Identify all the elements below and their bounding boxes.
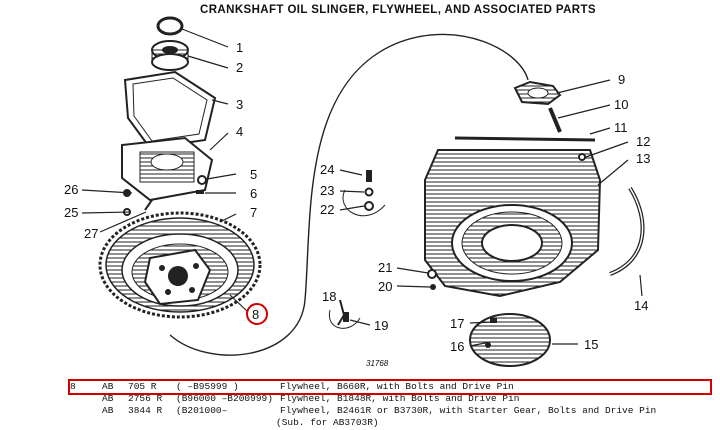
callout-23: 23 bbox=[320, 183, 334, 198]
callout-5: 5 bbox=[250, 167, 257, 182]
callout-20: 20 bbox=[378, 279, 392, 294]
part-prefix: AB bbox=[102, 405, 114, 416]
callout-10: 10 bbox=[614, 97, 628, 112]
part-number: 2756 R bbox=[128, 393, 163, 404]
callout-16: 16 bbox=[450, 339, 464, 354]
part-number: 705 R bbox=[128, 381, 157, 392]
leader-lines bbox=[81, 28, 643, 347]
parts-row-2: AB 2756 R (B96000 –B200999) Flywheel, B1… bbox=[70, 393, 710, 405]
callout-25: 25 bbox=[64, 205, 78, 220]
callout-14: 14 bbox=[634, 298, 648, 313]
callout-8-highlight-circle bbox=[246, 303, 268, 325]
part-prefix: AB bbox=[102, 381, 114, 392]
part-11-rod bbox=[454, 136, 596, 142]
callout-26: 26 bbox=[64, 182, 78, 197]
part-20-washer bbox=[430, 284, 436, 290]
part-10-stud bbox=[548, 107, 562, 133]
callout-12: 12 bbox=[636, 134, 650, 149]
callout-24: 24 bbox=[320, 162, 334, 177]
part-5-washer bbox=[197, 175, 207, 185]
callout-11: 11 bbox=[614, 120, 628, 135]
callout-1: 1 bbox=[236, 40, 243, 55]
part-8-flywheel bbox=[98, 211, 262, 319]
callout-21: 21 bbox=[378, 260, 392, 275]
part-22-nut bbox=[364, 201, 374, 211]
callout-18: 18 bbox=[322, 289, 336, 304]
part-21-nut bbox=[427, 269, 437, 279]
part-12-clip bbox=[578, 153, 586, 161]
callout-9: 9 bbox=[618, 72, 625, 87]
part-16-pin bbox=[485, 342, 491, 348]
item-number: 8 bbox=[70, 381, 76, 392]
part-number: 3844 R bbox=[128, 405, 163, 416]
part-3-gasket bbox=[123, 70, 217, 150]
callout-17: 17 bbox=[450, 316, 464, 331]
parts-note: (Sub. for AB3703R) bbox=[276, 417, 379, 428]
callout-13: 13 bbox=[636, 151, 650, 166]
callout-27: 27 bbox=[84, 226, 98, 241]
parts-row-1: 8 AB 705 R ( –B95999 ) Flywheel, B660R, … bbox=[68, 379, 712, 395]
part-6-screw bbox=[196, 190, 204, 194]
callout-4: 4 bbox=[236, 124, 243, 139]
serial-range: (B201000– bbox=[176, 405, 228, 416]
parts-row-3: AB 3844 R (B201000– Flywheel, B2461R or … bbox=[70, 405, 710, 417]
part-27-pin bbox=[144, 199, 153, 211]
part-prefix: AB bbox=[102, 393, 114, 404]
callout-8: 8 bbox=[252, 307, 259, 322]
callout-3: 3 bbox=[236, 97, 243, 112]
part-9-nut bbox=[513, 80, 562, 106]
part-19-pin bbox=[343, 312, 349, 322]
parts-list: 8 AB 705 R ( –B95999 ) Flywheel, B660R, … bbox=[68, 379, 712, 429]
callout-15: 15 bbox=[584, 337, 598, 352]
part-17-clip bbox=[490, 318, 497, 323]
part-description: Flywheel, B660R, with Bolts and Drive Pi… bbox=[280, 381, 514, 392]
serial-range: (B96000 –B200999) bbox=[176, 393, 273, 404]
part-2-oil-slinger bbox=[151, 40, 189, 71]
callout-19: 19 bbox=[374, 318, 388, 333]
part-23-washer bbox=[364, 187, 374, 197]
part-4-bearing-plate bbox=[121, 136, 214, 202]
part-1-seal-ring bbox=[156, 16, 184, 36]
part-description: Flywheel, B1848R, with Bolts and Drive P… bbox=[280, 393, 520, 404]
serial-range: ( –B95999 ) bbox=[176, 381, 239, 392]
page-title: CRANKSHAFT OIL SLINGER, FLYWHEEL, AND AS… bbox=[200, 4, 597, 16]
figure-number: 31768 bbox=[366, 359, 389, 368]
part-14-strip bbox=[609, 186, 645, 276]
wire-loop bbox=[169, 33, 529, 356]
callout-6: 6 bbox=[250, 186, 257, 201]
callout-7: 7 bbox=[250, 205, 257, 220]
part-13-blower-housing bbox=[424, 149, 602, 298]
callout-22: 22 bbox=[320, 202, 334, 217]
callout-2: 2 bbox=[236, 60, 243, 75]
exploded-parts-diagram: 1 2 3 4 5 6 7 8 9 10 11 12 13 14 15 16 1… bbox=[64, 16, 650, 368]
part-15-screen bbox=[469, 313, 551, 367]
part-description: Flywheel, B2461R or B3730R, with Starter… bbox=[280, 405, 657, 416]
part-24-bolt bbox=[366, 170, 372, 182]
